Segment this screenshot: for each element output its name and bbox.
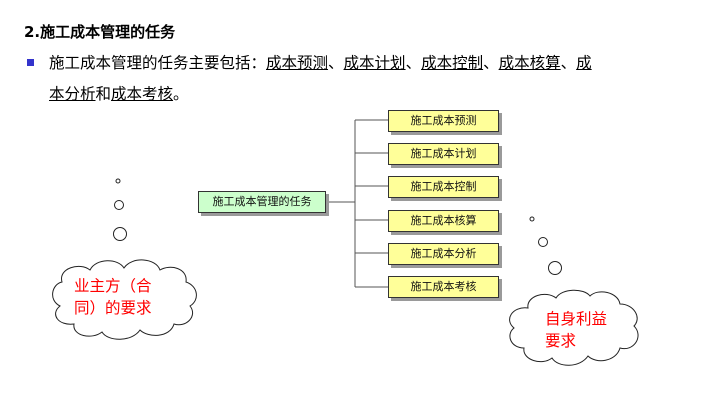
root-node: 施工成本管理的任务 — [198, 191, 326, 213]
cloud-right-line1: 自身利益 — [545, 310, 608, 328]
bullet-prefix: 施工成本管理的任务主要包括： — [49, 54, 267, 72]
child-node: 施工成本核算 — [388, 210, 499, 232]
task-link: 成本计划 — [343, 54, 406, 72]
task-link: 成 — [576, 54, 592, 72]
task-link: 成本预测 — [266, 54, 329, 72]
child-node: 施工成本控制 — [388, 176, 499, 198]
cloud-right-shape — [509, 289, 639, 366]
separator: 、 — [328, 54, 344, 72]
task-link: 成本核算 — [498, 54, 561, 72]
thought-bubble-large — [548, 261, 562, 275]
task-link: 本分析 — [49, 85, 96, 103]
cloud-left-line1: 业主方（合 — [74, 277, 152, 295]
bullet-icon — [27, 59, 34, 66]
thought-bubble-large — [113, 227, 127, 241]
thought-bubble-medium — [538, 237, 548, 247]
cloud-right-line2: 要求 — [545, 332, 577, 350]
child-node: 施工成本计划 — [388, 143, 499, 165]
thought-bubble-small — [115, 178, 121, 184]
separator: 、 — [405, 54, 422, 72]
section-title: 2.施工成本管理的任务 — [24, 23, 176, 41]
child-node: 施工成本预测 — [388, 110, 499, 132]
child-node: 施工成本考核 — [388, 276, 499, 298]
task-link: 成本控制 — [421, 54, 484, 72]
separator: 、 — [560, 54, 577, 72]
cloud-left-line2: 同）的要求 — [74, 299, 152, 317]
cloud-left-text: 业主方（合 同）的要求 — [74, 275, 152, 319]
separator: 、 — [483, 54, 499, 72]
cloud-right-text: 自身利益 要求 — [545, 308, 607, 352]
period: 。 — [173, 85, 189, 103]
thought-bubble-medium — [114, 200, 124, 210]
conjunction: 和 — [95, 85, 112, 103]
bullet-text-line2: 本分析和成本考核。 — [49, 82, 189, 104]
cloud-left-shape — [52, 259, 197, 340]
task-link: 成本考核 — [111, 85, 174, 103]
connectors — [325, 119, 388, 288]
thought-bubble-small — [529, 216, 535, 222]
bullet-text-line1: 施工成本管理的任务主要包括：成本预测、成本计划、成本控制、成本核算、成 — [49, 51, 592, 73]
child-node: 施工成本分析 — [388, 243, 499, 265]
